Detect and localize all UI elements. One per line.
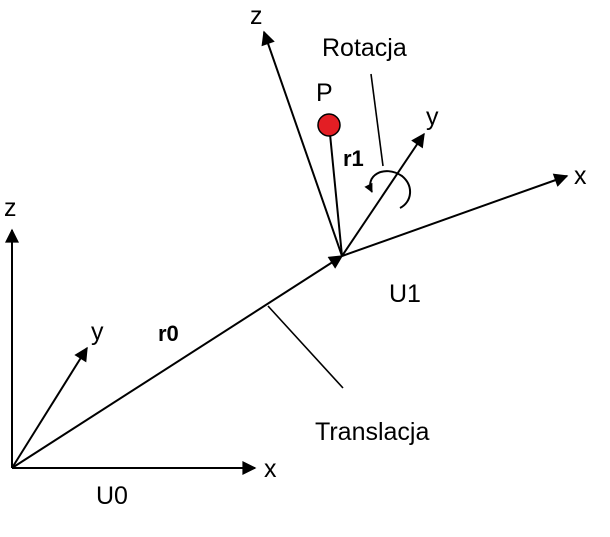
frame-u0: z x y U0 bbox=[4, 194, 277, 510]
u1-z-label: z bbox=[250, 2, 263, 30]
r1-label: r1 bbox=[343, 146, 364, 171]
rotation-label: Rotacja bbox=[322, 34, 407, 62]
u0-y-label: y bbox=[91, 318, 104, 346]
u0-frame-label: U0 bbox=[96, 482, 128, 510]
translation-leader-line bbox=[267, 305, 344, 389]
frame-u1: z x y U1 bbox=[250, 2, 587, 308]
translation-label: Translacja bbox=[315, 418, 429, 446]
u1-x-label: x bbox=[574, 162, 587, 190]
point-p-label: P bbox=[316, 79, 333, 107]
rotation-arc bbox=[364, 170, 411, 209]
translation-indicator: Translacja bbox=[267, 305, 429, 446]
u0-z-label: z bbox=[4, 194, 17, 222]
r1-vector bbox=[329, 133, 343, 257]
r0-vector bbox=[11, 255, 344, 469]
u1-z-axis bbox=[261, 30, 343, 257]
translation-vector-r0: r0 bbox=[11, 255, 344, 469]
point-p: P bbox=[316, 79, 341, 137]
r0-label: r0 bbox=[158, 321, 179, 346]
u1-y-axis bbox=[341, 132, 425, 257]
rotation-indicator: Rotacja bbox=[322, 34, 411, 209]
point-p-marker bbox=[317, 113, 341, 137]
u0-y-axis bbox=[11, 346, 88, 469]
position-vector-r1: r1 bbox=[329, 133, 364, 257]
u1-frame-label: U1 bbox=[389, 280, 421, 308]
u1-x-axis bbox=[341, 173, 569, 257]
rotation-leader-line bbox=[370, 73, 384, 167]
u1-y-label: y bbox=[426, 103, 439, 131]
u0-x-label: x bbox=[264, 455, 277, 483]
